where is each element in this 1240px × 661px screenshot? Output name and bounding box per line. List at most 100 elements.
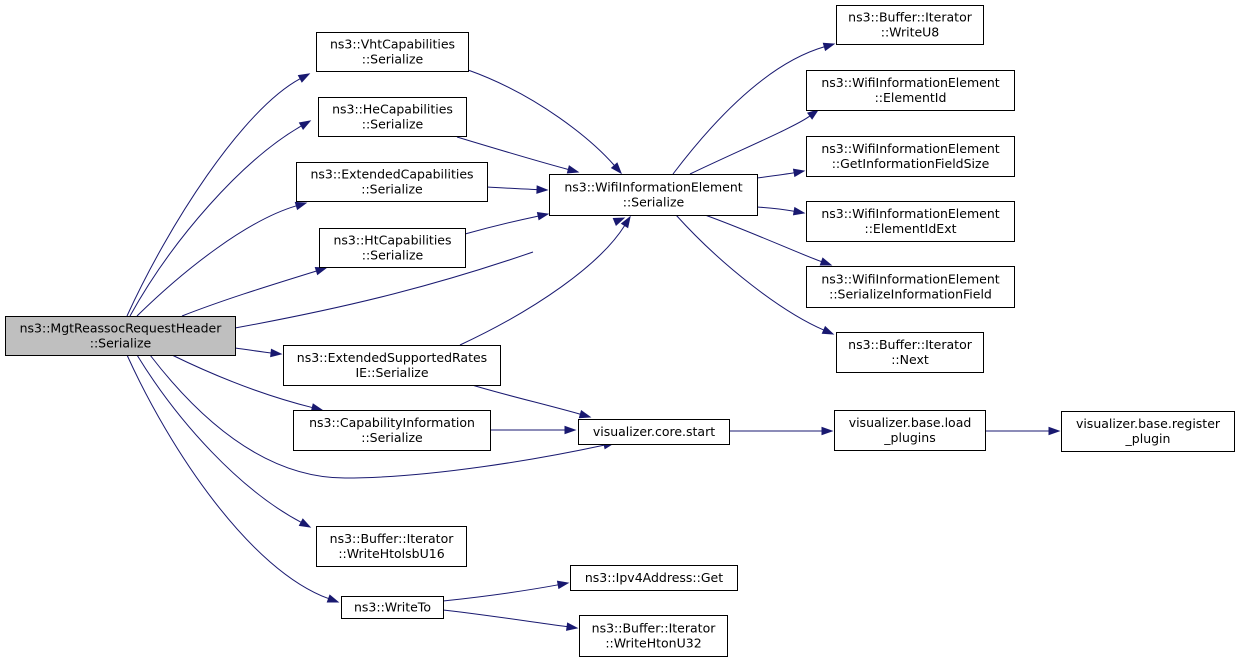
arrowhead xyxy=(536,211,550,221)
edge-line xyxy=(756,206,795,212)
node-label-line: ns3::Buffer::Iterator xyxy=(848,337,973,352)
node-eid[interactable]: ns3::WifiInformationElement::ElementId xyxy=(806,70,1015,111)
node-ht[interactable]: ns3::HtCapabilities::Serialize xyxy=(319,228,466,268)
node-vbl[interactable]: visualizer.base.load_plugins xyxy=(834,410,986,451)
node-label-line: ns3::WifiInformationElement xyxy=(821,206,999,221)
node-label-line: ns3::WifiInformationElement xyxy=(564,180,742,195)
node-box xyxy=(806,201,1015,242)
edge-line xyxy=(442,609,568,628)
node-ext[interactable]: ns3::ExtendedCapabilities::Serialize xyxy=(296,162,488,202)
node-eidext[interactable]: ns3::WifiInformationElement::ElementIdEx… xyxy=(806,201,1015,242)
node-box xyxy=(318,97,467,137)
arrowhead xyxy=(297,73,311,83)
edge-wie-to-next xyxy=(675,214,835,335)
edge-root-to-whtol xyxy=(136,354,312,528)
node-box xyxy=(293,410,491,451)
node-vbr[interactable]: visualizer.base.register_plugin xyxy=(1061,411,1235,452)
node-label-line: ::WriteHtolsbU16 xyxy=(338,546,444,561)
arrowhead xyxy=(806,109,820,120)
node-box xyxy=(806,136,1015,177)
arrowhead xyxy=(556,580,570,590)
node-label-line: ns3::Buffer::Iterator xyxy=(592,621,717,636)
edge-he-to-wie xyxy=(456,136,580,174)
arrowhead xyxy=(536,185,549,194)
node-label-line: ns3::ExtendedCapabilities xyxy=(310,167,473,182)
edge-line xyxy=(126,78,301,317)
arrowhead xyxy=(566,165,580,174)
node-label-line: ns3::MgtReassocRequestHeader xyxy=(20,321,223,336)
edge-wie-to-sif xyxy=(704,214,833,266)
node-label-line: ns3::WriteTo xyxy=(354,600,431,615)
arrowhead xyxy=(294,201,308,211)
node-label-line: IE::Serialize xyxy=(355,365,428,380)
node-box xyxy=(836,332,984,373)
arrowhead xyxy=(612,217,626,226)
edge-writeto-to-ipv4 xyxy=(442,580,570,602)
edge-line xyxy=(442,584,559,602)
node-vht[interactable]: ns3::VhtCapabilities::Serialize xyxy=(316,32,469,72)
node-wu8[interactable]: ns3::Buffer::Iterator::WriteU8 xyxy=(836,5,984,45)
arrowhead xyxy=(822,42,836,52)
arrowhead xyxy=(620,215,631,229)
node-next[interactable]: ns3::Buffer::Iterator::Next xyxy=(836,332,984,373)
node-box xyxy=(579,615,728,657)
edge-line xyxy=(672,46,825,175)
node-gifs[interactable]: ns3::WifiInformationElement::GetInformat… xyxy=(806,136,1015,177)
edge-ht-to-wie xyxy=(464,211,550,235)
node-label-line: ns3::HeCapabilities xyxy=(332,102,453,117)
node-vcs[interactable]: visualizer.core.start xyxy=(578,419,730,445)
arrowhead xyxy=(821,426,834,436)
node-whtol[interactable]: ns3::Buffer::Iterator::WriteHtolsbU16 xyxy=(316,526,467,567)
edge-root-to-esr xyxy=(234,347,283,358)
node-box xyxy=(806,70,1015,111)
node-label-line: ns3::ExtendedSupportedRates xyxy=(297,350,487,365)
node-label-line: ns3::WifiInformationElement xyxy=(821,75,999,90)
edge-ext-to-wie xyxy=(486,185,549,194)
node-label-line: visualizer.core.start xyxy=(593,424,715,439)
edge-line xyxy=(689,115,811,175)
edge-root-to-wie xyxy=(234,217,626,329)
edge-esr-to-wie xyxy=(459,215,631,346)
node-root[interactable]: ns3::MgtReassocRequestHeader::Serialize xyxy=(5,316,236,356)
node-label-line: ::Serialize xyxy=(623,195,685,210)
node-label-line: ::Serialize xyxy=(90,336,152,351)
arrowhead xyxy=(1048,426,1061,436)
node-label-line: ns3::HtCapabilities xyxy=(333,233,451,248)
node-whton[interactable]: ns3::Buffer::Iterator::WriteHtonU32 xyxy=(579,615,728,657)
edge-root-to-vht xyxy=(126,73,311,317)
node-box xyxy=(549,174,758,216)
node-sif[interactable]: ns3::WifiInformationElement::SerializeIn… xyxy=(806,266,1015,308)
node-label-line: ::ElementId xyxy=(875,90,947,105)
node-box xyxy=(296,162,488,202)
edge-esr-to-vcs xyxy=(471,384,592,419)
edge-line xyxy=(459,225,626,346)
node-box xyxy=(578,419,730,445)
node-he[interactable]: ns3::HeCapabilities::Serialize xyxy=(318,97,467,137)
edge-line xyxy=(234,251,534,329)
node-label-line: ::GetInformationFieldSize xyxy=(832,156,990,171)
edge-line xyxy=(756,172,795,179)
node-box xyxy=(319,228,466,268)
edge-line xyxy=(456,136,569,170)
node-label-line: ::Next xyxy=(891,352,929,367)
node-cap[interactable]: ns3::CapabilityInformation::Serialize xyxy=(293,410,491,451)
arrowhead xyxy=(792,206,806,216)
arrowhead xyxy=(578,409,592,419)
node-writeto[interactable]: ns3::WriteTo xyxy=(341,596,444,619)
node-label-line: _plugins xyxy=(883,430,935,445)
arrowhead xyxy=(298,120,312,130)
node-label-line: _plugin xyxy=(1125,431,1171,446)
arrowhead xyxy=(564,425,577,435)
arrowhead xyxy=(314,267,328,276)
node-label-line: ::Serialize xyxy=(361,430,423,445)
edge-wie-to-eid xyxy=(689,109,820,175)
arrowhead xyxy=(270,348,283,358)
edge-root-to-writeto xyxy=(126,354,340,603)
node-box xyxy=(834,410,986,451)
edge-line xyxy=(467,69,615,166)
arrowhead xyxy=(298,518,312,528)
edge-writeto-to-whton xyxy=(442,609,579,631)
node-ipv4[interactable]: ns3::Ipv4Address::Get xyxy=(570,565,738,591)
node-wie[interactable]: ns3::WifiInformationElement::Serialize xyxy=(549,174,758,216)
